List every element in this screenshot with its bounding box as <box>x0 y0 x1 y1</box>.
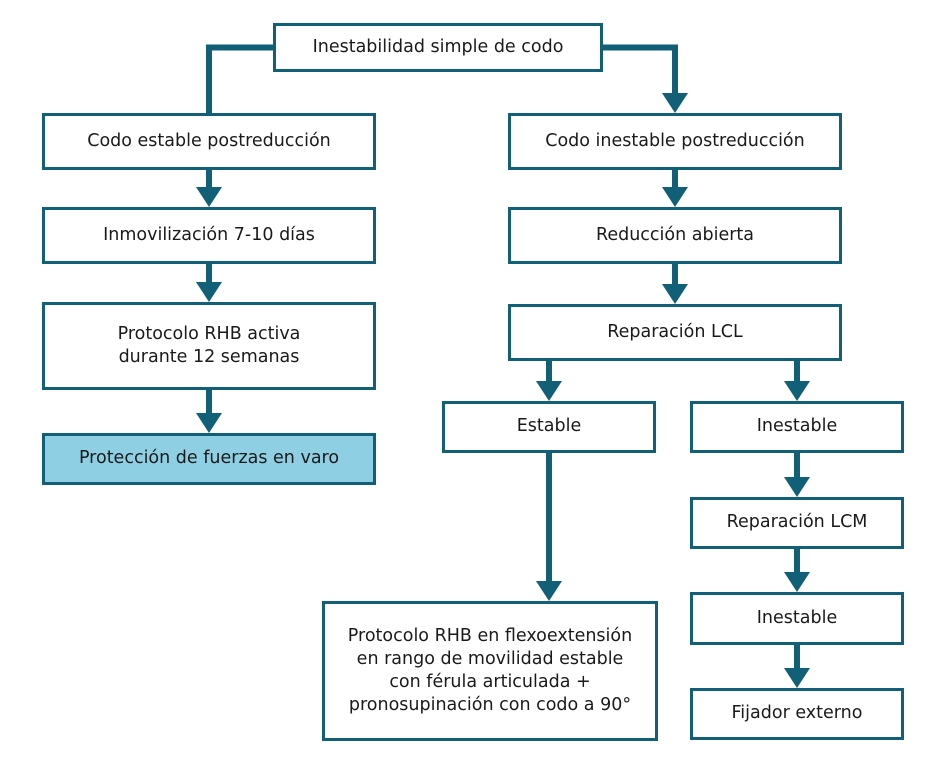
node-label-inestable-post: Codo inestable postreducción <box>545 130 805 151</box>
node-root: Inestabilidad simple de codo <box>273 23 603 72</box>
node-reparacion-lcm: Reparación LCM <box>690 497 904 549</box>
edge-estable-to-protocolo-flexo-head <box>536 581 562 601</box>
edge-root-to-inestable-post-head <box>662 93 688 113</box>
edge-lcl-to-estable-head <box>536 381 562 401</box>
edge-estable-post-to-inmov-head <box>196 187 222 207</box>
node-label-reduccion: Reducción abierta <box>595 224 755 245</box>
edge-lcm-to-inestable2-head <box>784 572 810 592</box>
node-reparacion-lcl: Reparación LCL <box>508 304 842 361</box>
node-estable: Estable <box>442 401 656 453</box>
edge-inestable-to-lcm-head <box>784 477 810 497</box>
node-proteccion-varo: Protección de fuerzas en varo <box>42 433 376 485</box>
node-inestable-2: Inestable <box>690 592 904 645</box>
node-label-inestable-1: Inestable <box>756 416 838 437</box>
node-inestable-post: Codo inestable postreducción <box>508 113 842 170</box>
edge-protocolo-to-proteccion-head <box>196 413 222 433</box>
node-label-reparacion-lcl: Reparación LCL <box>607 321 743 342</box>
edge-lcl-to-inestable-head <box>784 381 810 401</box>
edge-inestable-post-to-reduccion-head <box>662 187 688 207</box>
node-label-estable-post: Codo estable postreducción <box>87 130 331 151</box>
node-estable-post: Codo estable postreducción <box>42 113 376 170</box>
edge-reduccion-to-lcl-head <box>662 284 688 304</box>
node-reduccion: Reducción abierta <box>508 207 842 264</box>
node-label-fijador: Fijador externo <box>731 703 863 724</box>
edge-inestable2-to-fijador-head <box>784 668 810 688</box>
node-label-root: Inestabilidad simple de codo <box>312 36 564 57</box>
node-label-reparacion-lcm: Reparación LCM <box>726 512 868 533</box>
node-label-inmovilizacion: Inmovilización 7-10 días <box>103 224 315 245</box>
node-inmovilizacion: Inmovilización 7-10 días <box>42 207 376 264</box>
node-label-proteccion-varo: Protección de fuerzas en varo <box>78 448 340 469</box>
node-fijador: Fijador externo <box>690 688 904 740</box>
node-inestable-1: Inestable <box>690 401 904 453</box>
node-label-inestable-2: Inestable <box>756 607 838 628</box>
edge-inmov-to-protocolo-head <box>196 282 222 302</box>
node-label-estable: Estable <box>516 416 582 437</box>
